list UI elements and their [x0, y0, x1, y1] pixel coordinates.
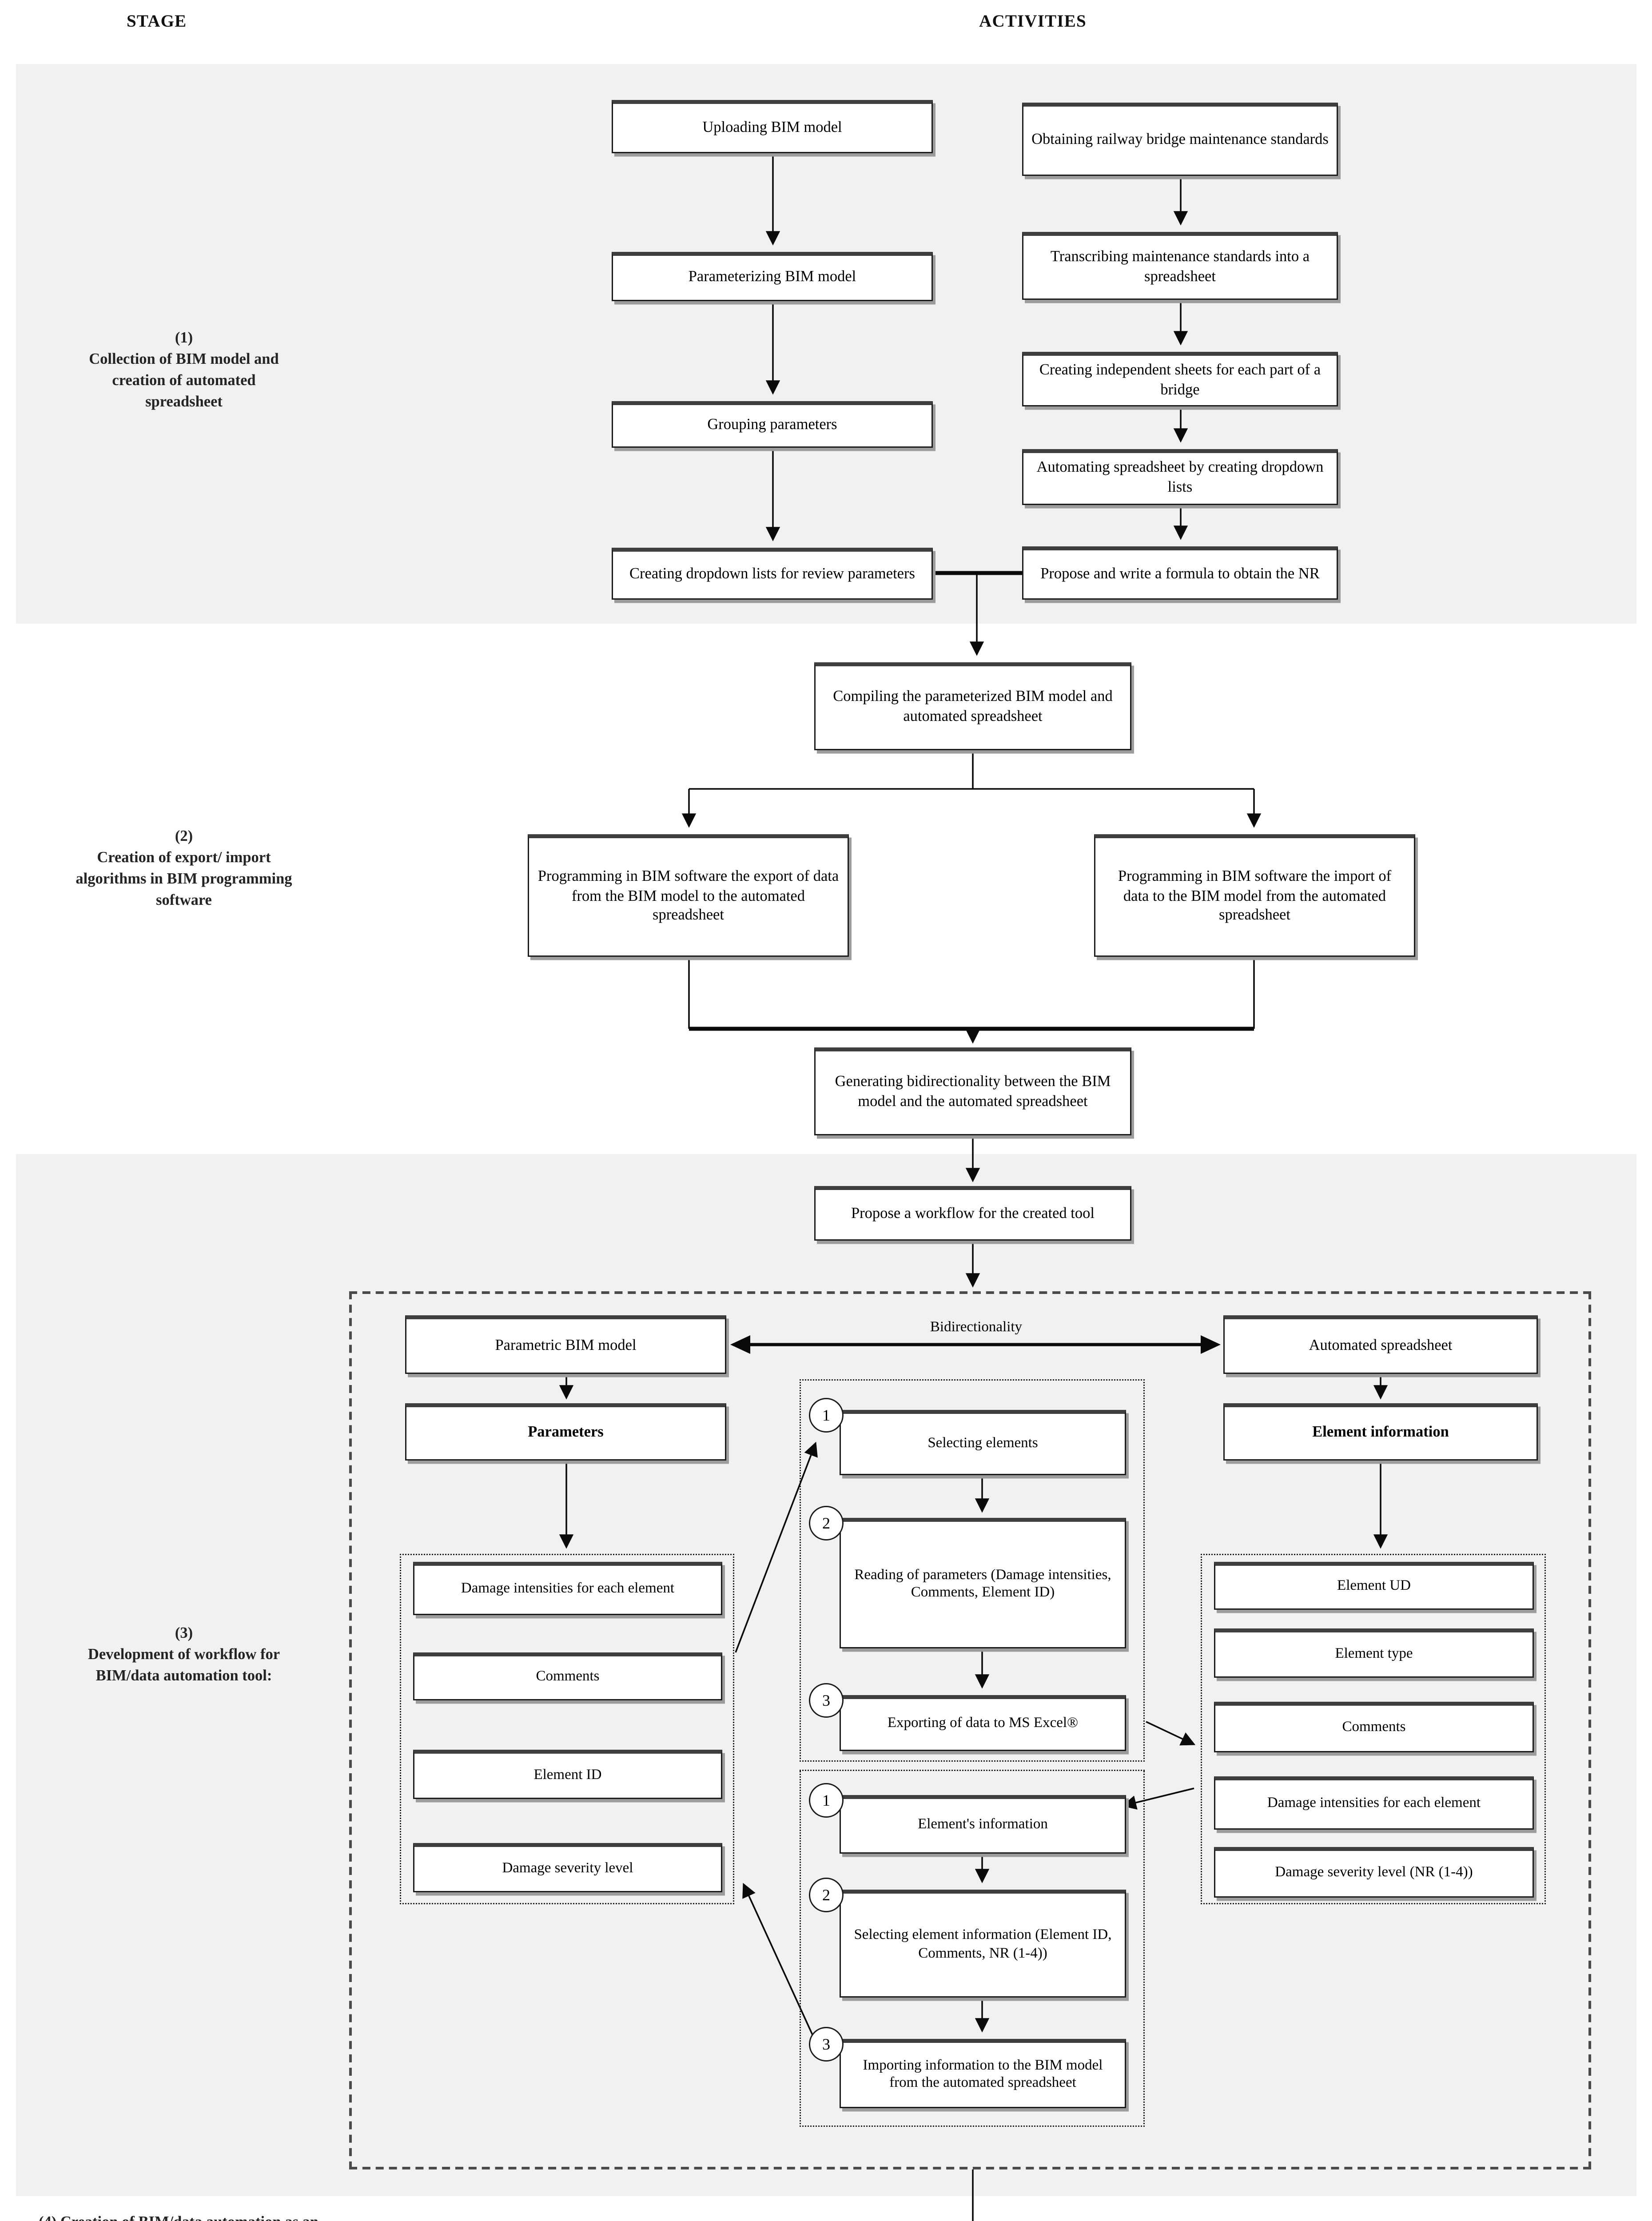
workflow-dashed-container: [349, 1291, 1591, 2169]
transcribing-standards-box: Transcribing maintenance standards into …: [1022, 232, 1338, 300]
independent-sheets-box: Creating independent sheets for each par…: [1022, 352, 1338, 406]
stage3-label: (3) Development of workflow for BIM/data…: [67, 1623, 301, 1688]
stage1-text: Collection of BIM model and creation of …: [89, 352, 279, 411]
automating-spreadsheet-box: Automating spreadsheet by creating dropd…: [1022, 449, 1338, 505]
import-steps-container: [800, 1770, 1145, 2127]
damage-severity-box: Damage severity level: [413, 1843, 722, 1892]
export-step2-circle: 2: [809, 1506, 844, 1540]
element-information-box: Element information: [1223, 1403, 1538, 1461]
formula-nr-box: Propose and write a formula to obtain th…: [1022, 546, 1338, 600]
stage3-number: (3): [175, 1626, 193, 1642]
stage1-label: (1) Collection of BIM model and creation…: [75, 328, 293, 414]
element-id-box: Element ID: [413, 1750, 722, 1799]
element-ud-box: Element UD: [1214, 1562, 1534, 1610]
element-type-box: Element type: [1214, 1628, 1534, 1678]
elements-information-box: Element's information: [840, 1795, 1126, 1854]
selecting-elements-box: Selecting elements: [840, 1410, 1126, 1475]
exporting-excel-box: Exporting of data to MS Excel®: [840, 1695, 1126, 1751]
stage-column-header: STAGE: [127, 11, 187, 31]
stage3-text: Development of workflow for BIM/data aut…: [88, 1647, 280, 1685]
stage4-text: (4) Creation of BIM/data automation as a…: [37, 2212, 320, 2221]
parametric-bim-model-box: Parametric BIM model: [405, 1315, 726, 1374]
export-step1-circle: 1: [809, 1398, 844, 1433]
reading-parameters-box: Reading of parameters (Damage intensitie…: [840, 1518, 1126, 1648]
export-step3-circle: 3: [809, 1683, 844, 1718]
bidirectionality-label: Bidirectionality: [930, 1319, 1023, 1335]
uploading-bim-box: Uploading BIM model: [612, 100, 933, 153]
parameterizing-bim-box: Parameterizing BIM model: [612, 252, 933, 301]
export-steps-container: [800, 1379, 1145, 1762]
import-step2-circle: 2: [809, 1878, 844, 1912]
comments-box: Comments: [413, 1652, 722, 1700]
sheet-damage-intensities-box: Damage intensities for each element: [1214, 1776, 1534, 1830]
import-step3-circle: 3: [809, 2027, 844, 2062]
workflow-proposal-box: Propose a workflow for the created tool: [814, 1186, 1131, 1241]
sheet-comments-box: Comments: [1214, 1702, 1534, 1752]
bim-parameters-container: [400, 1554, 734, 1904]
obtaining-standards-box: Obtaining railway bridge maintenance sta…: [1022, 103, 1338, 176]
stage2-text: Creation of export/ import algorithms in…: [76, 850, 292, 909]
arrow-exporting-fieldlist: [1146, 1721, 1196, 1746]
activities-column-header: ACTIVITIES: [979, 11, 1087, 31]
import-step1-circle: 1: [809, 1783, 844, 1818]
arrow-paramlist-selecting: [735, 1441, 818, 1653]
grouping-parameters-box: Grouping parameters: [612, 401, 933, 448]
stage4-label: (4) Creation of BIM/data automation as a…: [37, 2212, 320, 2221]
selecting-element-info-box: Selecting element information (Element I…: [840, 1890, 1126, 1998]
stage1-band: [16, 64, 1636, 624]
arrow-importing-paramlist: [742, 1883, 816, 2042]
import-programming-box: Programming in BIM software the import o…: [1094, 834, 1415, 957]
compiling-box: Compiling the parameterized BIM model an…: [814, 662, 1131, 750]
bidirectionality-right-arrowhead: [1201, 1335, 1221, 1354]
automated-spreadsheet-box: Automated spreadsheet: [1223, 1315, 1538, 1374]
stage2-number: (2): [175, 829, 193, 845]
export-programming-box: Programming in BIM software the export o…: [528, 834, 849, 957]
parameters-box: Parameters: [405, 1403, 726, 1461]
arrow-fieldlist-elementsinfo: [1122, 1787, 1194, 1810]
spreadsheet-fields-container: [1201, 1554, 1546, 1904]
stage1-number: (1): [175, 330, 193, 346]
dropdown-lists-box: Creating dropdown lists for review param…: [612, 548, 933, 600]
generating-bidirectionality-box: Generating bidirectionality between the …: [814, 1047, 1131, 1135]
stage2-label: (2) Creation of export/ import algorithm…: [75, 826, 293, 912]
bidirectionality-left-arrowhead: [730, 1335, 750, 1354]
sheet-damage-severity-box: Damage severity level (NR (1-4)): [1214, 1847, 1534, 1898]
importing-information-box: Importing information to the BIM model f…: [840, 2039, 1126, 2108]
damage-intensities-box: Damage intensities for each element: [413, 1562, 722, 1615]
